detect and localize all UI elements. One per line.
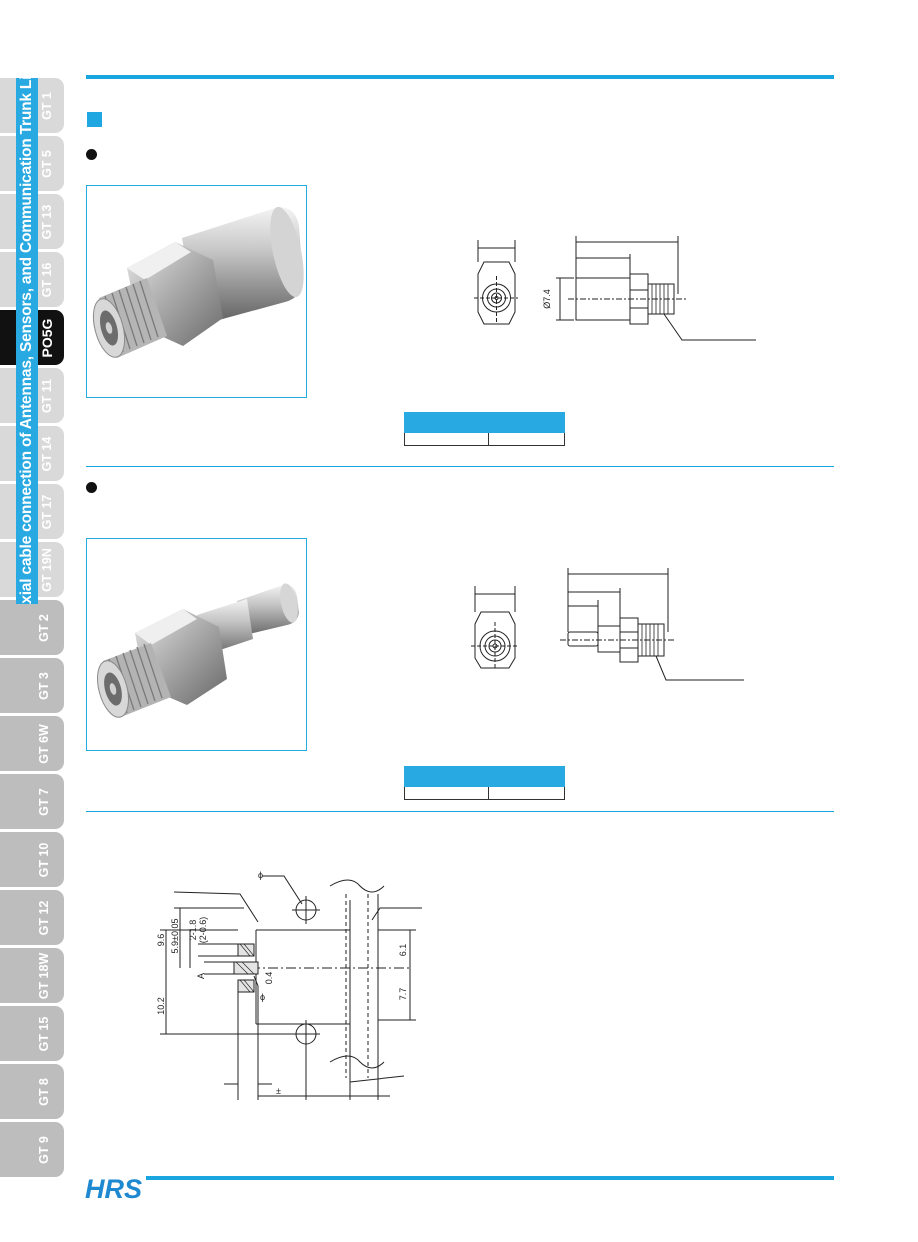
spec-table-1 — [404, 412, 565, 446]
side-title-text: Coaxial cable connection of Antennas, Se… — [18, 78, 35, 604]
product-bullet-1 — [86, 149, 97, 160]
product-photo-1 — [86, 185, 307, 398]
dimension-drawing-1: Ø7.4 — [474, 236, 756, 341]
tab-gt-18w[interactable]: GT 18W — [0, 948, 64, 1003]
tab-label: GT 3 — [37, 671, 51, 700]
tab-gt-2[interactable]: GT 2 — [0, 600, 64, 655]
section-divider-2 — [86, 811, 834, 812]
section-square-marker — [87, 112, 102, 127]
tab-label: GT 16 — [40, 262, 54, 297]
tab-gt-3[interactable]: GT 3 — [0, 658, 64, 713]
tab-label: GT 8 — [37, 1077, 51, 1106]
dimension-drawing-2 — [471, 568, 744, 681]
tab-gt-10[interactable]: GT 10 — [0, 832, 64, 887]
dim-9-6: 9.6 — [156, 934, 166, 947]
table-header-cell — [404, 412, 489, 433]
tab-label: GT 11 — [40, 378, 54, 413]
diameter-label: Ø7.4 — [542, 289, 552, 309]
dim-7-7: 7.7 — [398, 988, 408, 1001]
hrs-logo: HRS — [85, 1174, 142, 1202]
tab-label: GT 13 — [40, 204, 54, 239]
connector-photo-image — [92, 206, 304, 358]
tab-label: GT 5 — [40, 149, 54, 178]
tab-label: GT 19N — [40, 547, 54, 592]
tab-label: GT 15 — [37, 1016, 51, 1051]
dim-plus-minus: ± — [276, 1086, 281, 1096]
tab-gt-7[interactable]: GT 7 — [0, 774, 64, 829]
table-header-cell — [488, 766, 565, 787]
tab-label: GT 1 — [40, 91, 54, 120]
tab-label: GT 14 — [40, 436, 54, 471]
section-divider-1 — [86, 466, 834, 467]
logo-text: HRS — [85, 1174, 142, 1202]
table-cell — [404, 786, 489, 800]
dim-10-2: 10.2 — [156, 997, 166, 1015]
tab-label: GT 18W — [37, 952, 51, 999]
table-header-cell — [404, 766, 489, 787]
dim-0-4: 0.4 — [264, 972, 274, 985]
spec-table-2 — [404, 766, 565, 800]
dim-6-1: 6.1 — [398, 944, 408, 957]
tab-label: GT 7 — [37, 787, 51, 816]
top-rule — [86, 75, 834, 79]
tab-gt-6w[interactable]: GT 6W — [0, 716, 64, 771]
tab-gt-9[interactable]: GT 9 — [0, 1122, 64, 1177]
tab-gt-15[interactable]: GT 15 — [0, 1006, 64, 1061]
tab-gt-12[interactable]: GT 12 — [0, 890, 64, 945]
drawing-phi-mid: ϕ — [260, 992, 265, 1002]
dim-5-9: 5.9±0.05 — [170, 919, 180, 954]
product-bullet-2 — [86, 482, 97, 493]
table-cell — [404, 432, 489, 446]
mounting-pattern-drawing: ϕ 9.6 5.9±0.05 2-1.8 (2-0.6) A 0.4 ϕ 6.1… — [156, 870, 422, 1100]
tab-label: GT 9 — [37, 1135, 51, 1164]
side-category-title: Coaxial cable connection of Antennas, Se… — [16, 78, 38, 604]
drawing-phi-top: ϕ — [258, 870, 263, 880]
dim-2-0-6: (2-0.6) — [198, 917, 208, 944]
footer-rule — [146, 1176, 834, 1180]
tab-label: GT 10 — [37, 842, 51, 877]
tab-label: GT 6W — [37, 723, 51, 764]
tab-label: GT 17 — [40, 494, 54, 529]
connector-photo-image — [97, 583, 299, 718]
tab-gt-8[interactable]: GT 8 — [0, 1064, 64, 1119]
tab-label: GT 12 — [37, 900, 51, 935]
table-header-cell — [488, 412, 565, 433]
dim-a: A — [196, 973, 206, 979]
table-cell — [488, 432, 565, 446]
tab-label: GT 2 — [37, 613, 51, 642]
dim-2-1-8: 2-1.8 — [188, 920, 198, 941]
table-cell — [488, 786, 565, 800]
tab-label: PO5G — [39, 318, 55, 357]
product-photo-2 — [86, 538, 307, 751]
